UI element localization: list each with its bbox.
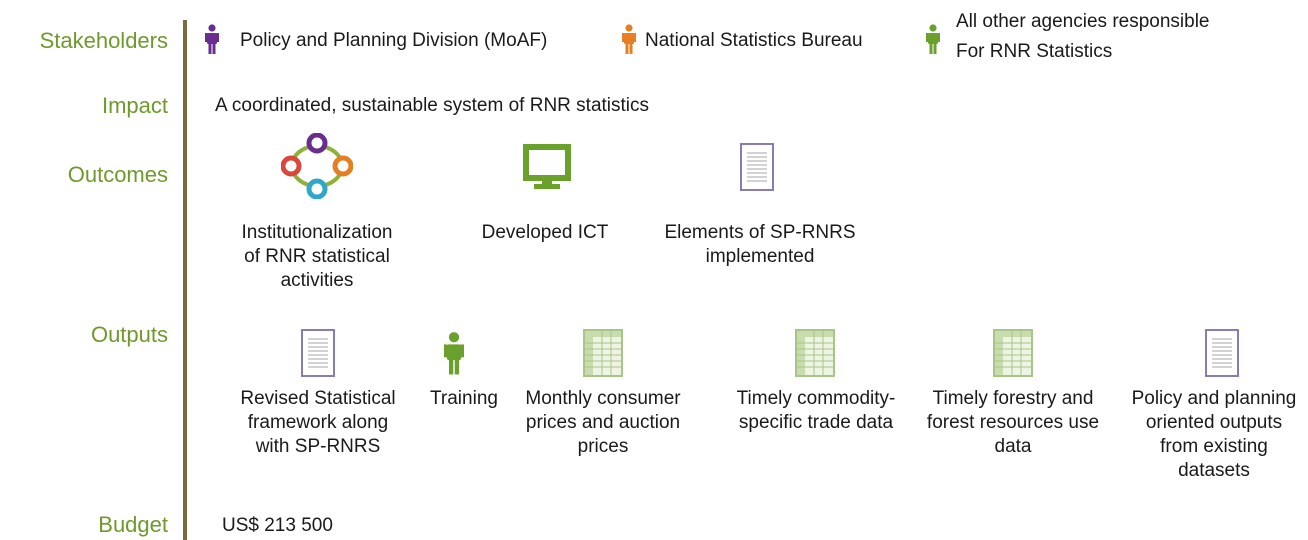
caption-line: from existing	[1160, 436, 1268, 457]
caption-line: prices	[577, 436, 629, 457]
caption-line: Developed ICT	[481, 222, 609, 243]
spreadsheet-icon	[993, 329, 1033, 377]
caption-line: Revised Statistical	[240, 388, 396, 409]
row-label-outputs: Outputs	[90, 322, 168, 347]
caption-line: with SP-RNRS	[255, 436, 381, 457]
caption-line: data	[994, 436, 1032, 457]
output-caption: Policy and planning oriented outputs fro…	[1122, 387, 1306, 483]
stakeholder-label-line2: For RNR Statistics	[956, 41, 1113, 62]
outcome-caption: Elements of SP-RNRS implemented	[650, 221, 870, 269]
document-icon	[301, 329, 335, 377]
output-caption: Training	[414, 387, 514, 411]
monitor-icon	[523, 144, 571, 192]
caption-line: implemented	[705, 246, 815, 267]
caption-line: Training	[430, 388, 498, 409]
caption-line: Timely forestry and	[932, 388, 1094, 409]
caption-line: Institutionalization	[241, 222, 393, 243]
person-icon	[444, 331, 464, 375]
caption-line: of RNR statistical	[244, 246, 390, 267]
caption-line: Timely commodity-	[736, 388, 896, 409]
caption-line: activities	[280, 270, 354, 291]
caption-line: Monthly consumer	[525, 388, 681, 409]
impact-text: A coordinated, sustainable system of RNR…	[215, 95, 650, 116]
row-label-budget: Budget	[98, 512, 168, 537]
output-caption: Monthly consumer prices and auction pric…	[505, 387, 701, 459]
person-icon	[622, 24, 636, 54]
caption-line: datasets	[1178, 460, 1250, 481]
stakeholder-label: Policy and Planning Division (MoAF)	[240, 30, 548, 51]
divider-line	[183, 20, 187, 540]
document-icon	[740, 143, 774, 191]
person-icon	[926, 24, 940, 54]
caption-line: Elements of SP-RNRS	[664, 222, 856, 243]
caption-line: oriented outputs	[1145, 412, 1283, 433]
caption-line: Policy and planning	[1131, 388, 1297, 409]
row-label-stakeholders: Stakeholders	[39, 28, 168, 53]
output-caption: Timely commodity- specific trade data	[716, 387, 916, 435]
output-caption: Timely forestry and forest resources use…	[912, 387, 1114, 459]
stakeholder-label: National Statistics Bureau	[645, 30, 863, 51]
row-label-impact: Impact	[101, 93, 168, 118]
row-label-outcomes: Outcomes	[67, 162, 168, 187]
output-caption: Revised Statistical framework along with…	[222, 387, 414, 459]
budget-value: US$ 213 500	[222, 515, 333, 536]
caption-line: prices and auction	[525, 412, 681, 433]
outcome-caption: Developed ICT	[470, 221, 620, 245]
outcome-caption: Institutionalization of RNR statistical …	[217, 221, 417, 293]
spreadsheet-icon	[795, 329, 835, 377]
document-icon	[1205, 329, 1239, 377]
caption-line: specific trade data	[738, 412, 894, 433]
person-icon	[205, 24, 219, 54]
caption-line: framework along	[247, 412, 389, 433]
network-cycle-icon	[281, 133, 353, 199]
caption-line: forest resources use	[926, 412, 1100, 433]
spreadsheet-icon	[583, 329, 623, 377]
stakeholder-label-line1: All other agencies responsible	[956, 11, 1210, 32]
